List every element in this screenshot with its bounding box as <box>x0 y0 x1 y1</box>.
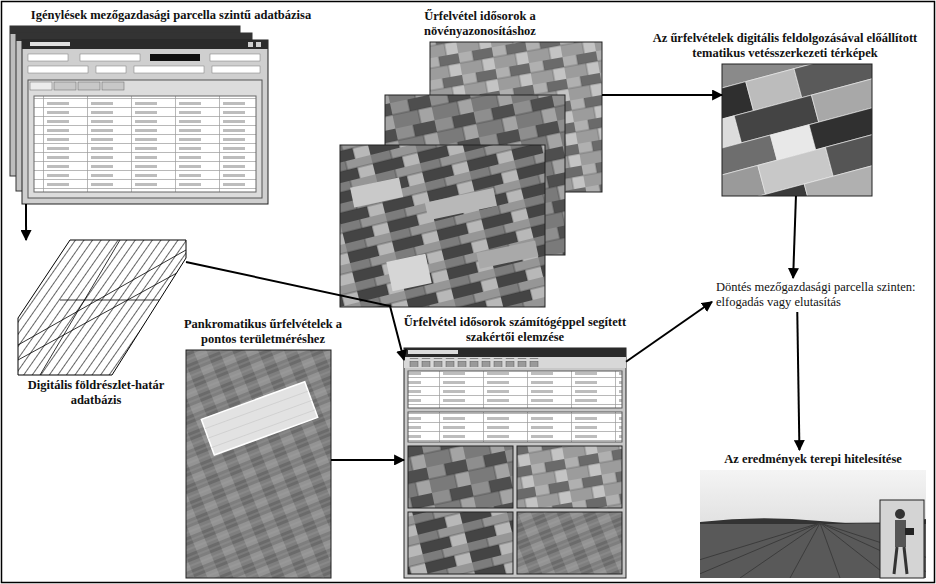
analysis-software-screenshot-part <box>408 446 513 508</box>
analysis-software-screenshot-part <box>408 371 622 408</box>
parcel-boundary-map: Digitális földrészlet-határ adatbázis <box>18 240 186 375</box>
analysis-software-screenshot-part <box>408 350 458 354</box>
panchromatic-image: Pankromatikus űrfelvételek a pontos terü… <box>186 350 331 578</box>
database-screenshot-picture-part <box>134 66 204 73</box>
thematic-crop-map-part <box>722 64 872 196</box>
database-screenshot-picture-part <box>28 80 262 198</box>
parcel-boundary-drawing-part-part <box>40 240 120 375</box>
panchromatic-image <box>186 350 331 578</box>
analysis-software-screenshot-part <box>404 348 626 578</box>
satellite-image-stack-part-part-part <box>425 188 497 220</box>
database-screenshot-picture-part <box>150 54 200 61</box>
thematic-crop-map-part <box>722 64 872 196</box>
parcel-boundary-drawing-part <box>18 240 186 375</box>
satellite-image-stack-part-part-part <box>350 177 403 207</box>
parcel-boundary-drawing-part <box>18 240 186 375</box>
node-heading: Igénylések mezőgazdasági parcella szintű… <box>6 8 336 23</box>
panchromatic-image-part <box>201 382 317 455</box>
database-screenshot: Igénylések mezőgazdasági parcella szintű… <box>10 26 268 204</box>
field-photo-picture-part <box>894 547 907 574</box>
parcel-boundary-drawing <box>18 240 186 375</box>
parcel-boundary-drawing-part-part <box>60 300 186 301</box>
database-screenshot-picture-part <box>80 54 140 61</box>
field-photo-picture-part <box>700 470 926 578</box>
thematic-crop-map-part-part-part <box>722 184 815 196</box>
database-screenshot-picture-part <box>22 40 268 49</box>
analysis-software-screenshot-part <box>517 512 622 574</box>
parcel-boundary-drawing-part <box>18 240 186 375</box>
satellite-image-stack-part-part <box>350 153 539 296</box>
satellite-image-stack-part-part-part <box>386 254 431 292</box>
thematic-crop-map-part-part-part <box>804 156 872 196</box>
thematic-map: Az űrfelvételek digitális feldolgozásáva… <box>722 64 872 196</box>
panchromatic-image-part <box>186 350 331 578</box>
panchromatic-image-part <box>186 350 331 578</box>
panchromatic-image-part-part <box>201 382 317 455</box>
database-screenshot-picture-part <box>96 66 126 73</box>
database-screenshot-picture-part <box>30 42 70 46</box>
satellite-image-stack-part <box>350 153 539 296</box>
analysis-software-screenshot-part <box>408 358 540 367</box>
node-heading: Pankromatikus űrfelvételek a pontos terü… <box>178 317 348 347</box>
node-heading: Űrfelvétel idősorok számítógéppel segíte… <box>394 315 636 345</box>
flow-arrow <box>331 459 404 461</box>
analysis-screenshot: Űrfelvétel idősorok számítógéppel segíte… <box>404 348 626 578</box>
field-photo-picture-part <box>895 520 906 547</box>
field-photo: Az eredmények terepi hitelesítése <box>700 450 926 578</box>
database-screenshot-picture-part <box>248 42 253 47</box>
flow-arrow <box>626 302 712 362</box>
panchromatic-image-part-part-part <box>201 382 317 455</box>
field-photo-picture-part <box>880 500 924 578</box>
database-screenshot-picture-part <box>28 54 68 61</box>
flow-arrow <box>793 196 796 278</box>
database-screenshot-picture-part <box>102 82 124 90</box>
flow-arrow <box>602 94 722 96</box>
node-heading: Az eredmények terepi hitelesítése <box>700 452 926 467</box>
field-photo-picture <box>640 470 936 578</box>
node-heading: Űrfelvétel idősorok a növényazonosításho… <box>400 9 560 39</box>
analysis-software-screenshot-part <box>404 357 626 368</box>
database-screenshot-picture-part <box>210 54 260 61</box>
flow-arrow <box>25 204 27 240</box>
node-heading: Digitális földrészlet-határ adatbázis <box>6 378 186 408</box>
field-photo-picture-part <box>905 528 914 535</box>
field-photo-picture-part-part <box>700 470 926 578</box>
field-photo-picture-part <box>895 509 905 519</box>
database-screenshot-picture-part <box>34 96 256 192</box>
decision-text: elfogadás vagy elutasítás <box>716 295 916 310</box>
parcel-boundary-drawing-part <box>18 240 186 375</box>
database-screenshot-picture-part <box>212 66 260 73</box>
decision-box: Döntés mezőgazdasági parcella szinten:el… <box>712 278 920 312</box>
database-screenshot-picture-part <box>78 82 100 90</box>
analysis-software-screenshot-part <box>404 348 626 357</box>
database-screenshot-picture-part <box>54 82 76 90</box>
satellite-image-stack-part <box>340 145 545 307</box>
image-time-series: Űrfelvétel idősorok a növényazonosításho… <box>340 42 602 307</box>
analysis-software-screenshot-part <box>408 512 513 574</box>
node-heading: Az űrfelvételek digitális feldolgozásáva… <box>640 31 930 61</box>
database-screenshot-picture-part <box>22 40 268 204</box>
database-screenshot-picture-part <box>28 66 88 73</box>
database-screenshot-picture-part <box>30 82 52 90</box>
panchromatic-image-part-part-part <box>205 391 315 447</box>
parcel-boundary-drawing-part-part <box>18 268 186 360</box>
analysis-software-screenshot-part <box>408 412 622 442</box>
analysis-software-screenshot <box>404 348 626 578</box>
database-screenshot-picture <box>10 26 268 204</box>
flow-arrow <box>797 312 799 450</box>
database-screenshot-picture-part <box>256 42 261 47</box>
satellite-image-stack <box>340 42 602 307</box>
thematic-crop-map-part-part <box>722 64 872 196</box>
decision-text: Döntés mezőgazdasági parcella szinten: <box>716 280 916 295</box>
analysis-software-screenshot-part <box>517 446 622 508</box>
satellite-image-stack-part-part-part <box>476 241 538 269</box>
